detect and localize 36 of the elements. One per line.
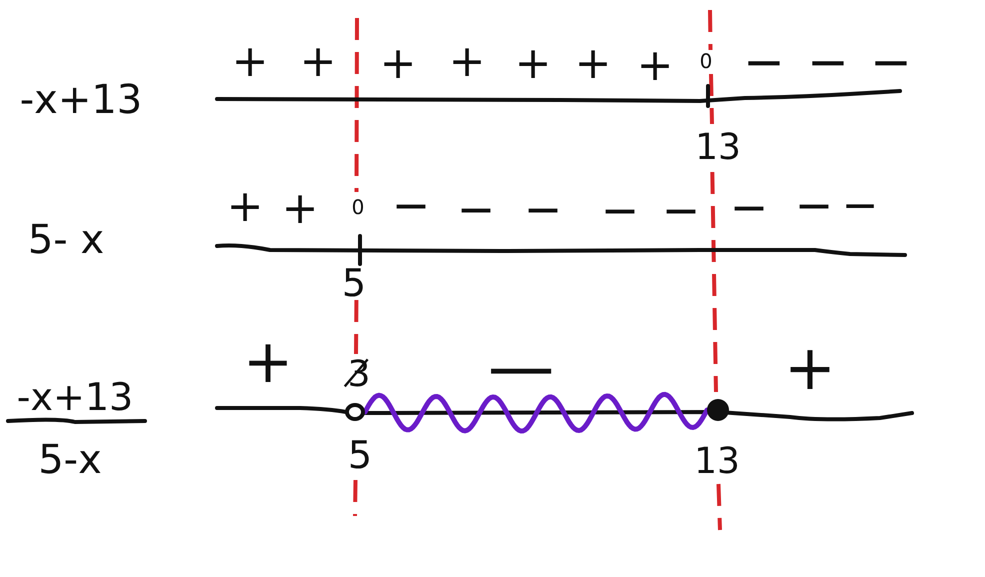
minus-sign: − — [392, 182, 430, 228]
minus-sign: − — [456, 186, 496, 232]
plus-sign: + — [282, 187, 318, 231]
minus-sign: − — [600, 187, 640, 233]
tick-value: 5 — [342, 264, 366, 302]
zero-mark: 0 — [700, 51, 712, 71]
plus-sign: + — [448, 40, 486, 84]
fraction-numerator: -x+13 — [16, 378, 134, 416]
zero-mark: 0 — [352, 197, 364, 217]
minus-sign: − — [870, 37, 912, 87]
plus-sign: + — [636, 44, 674, 88]
factor-expression: -x+13 — [20, 80, 142, 120]
plus-sign: + — [232, 40, 268, 84]
plus-sign: + — [514, 42, 552, 86]
plus-sign: + — [784, 337, 836, 399]
minus-sign: − — [807, 37, 849, 87]
open-circle-icon — [345, 403, 365, 421]
tick-value: 13 — [694, 444, 740, 480]
minus-sign: − — [842, 184, 878, 228]
plus-sign: + — [300, 40, 336, 84]
wavy-line — [362, 392, 710, 434]
minus-sign: − — [662, 187, 700, 233]
factor-expression: 5- x — [28, 220, 104, 260]
tick-value: 5 — [348, 436, 372, 474]
plus-sign: + — [380, 42, 416, 86]
fraction-denominator: 5-x — [38, 440, 102, 480]
filled-dot-icon — [707, 399, 729, 421]
minus-sign: − — [480, 340, 562, 400]
minus-sign: − — [524, 186, 562, 232]
minus-sign: − — [730, 184, 768, 230]
plus-sign: + — [226, 185, 264, 229]
plus-sign: + — [242, 332, 294, 392]
plus-sign: + — [574, 42, 612, 86]
minus-sign: − — [743, 37, 785, 87]
tick-value: 13 — [695, 130, 741, 166]
minus-sign: − — [794, 182, 834, 228]
